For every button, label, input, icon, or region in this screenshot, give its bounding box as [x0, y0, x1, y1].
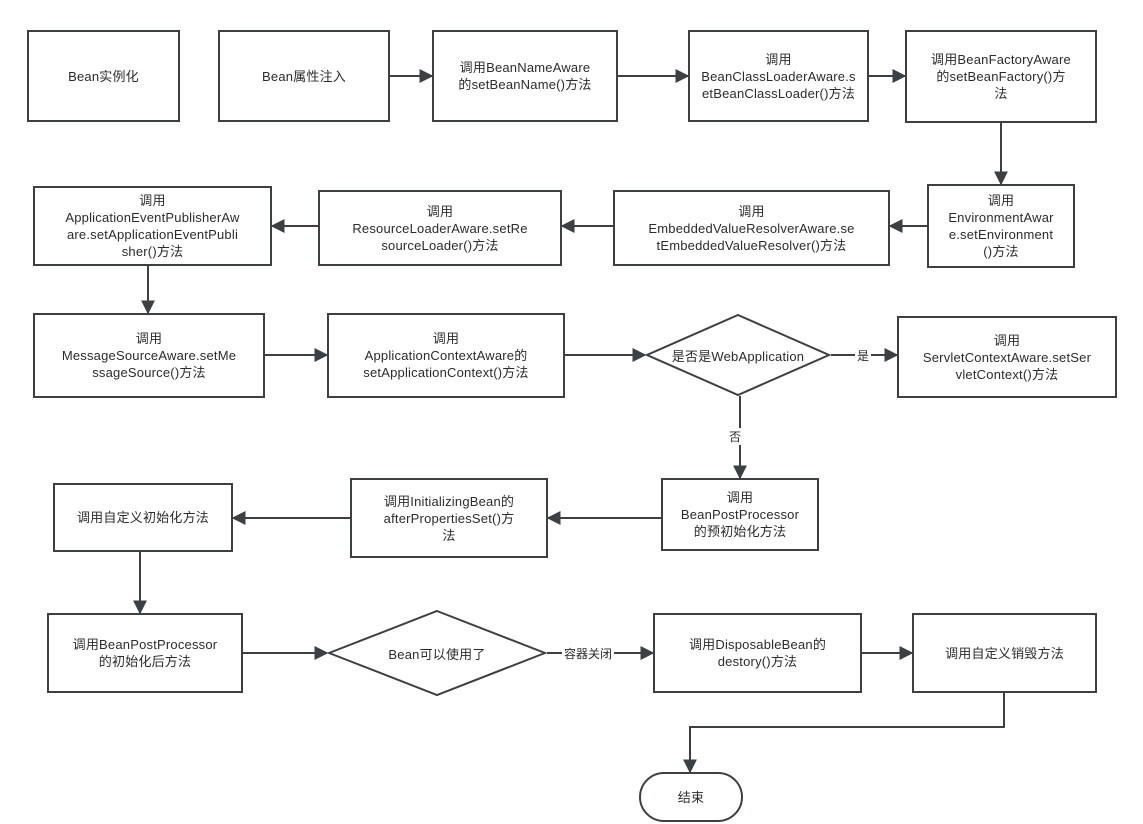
node-label: Bean可以使用了	[388, 646, 486, 662]
node-label: 调用BeanNameAware 的setBeanName()方法	[458, 60, 592, 92]
node-label: 调用BeanPostProcessor 的初始化后方法	[72, 637, 218, 669]
node-custom-init-method[interactable]: 调用自定义初始化方法	[53, 483, 233, 552]
node-environment-aware[interactable]: 调用 EnvironmentAwar e.setEnvironment ()方法	[927, 184, 1075, 268]
node-label: 调用 ResourceLoaderAware.setRe sourceLoade…	[352, 203, 528, 253]
edge-label-no: 否	[727, 428, 744, 445]
node-label: 调用 ApplicationContextAware的 setApplicati…	[363, 331, 529, 380]
node-message-source-aware[interactable]: 调用 MessageSourceAware.setMe ssageSource(…	[33, 313, 265, 398]
node-bean-class-loader-aware[interactable]: 调用 BeanClassLoaderAware.s etBeanClassLoa…	[688, 30, 869, 122]
node-label: 调用 EnvironmentAwar e.setEnvironment ()方法	[948, 193, 1054, 259]
node-application-context-aware[interactable]: 调用 ApplicationContextAware的 setApplicati…	[327, 313, 565, 398]
node-end[interactable]: 结束	[639, 772, 743, 822]
node-resource-loader-aware[interactable]: 调用 ResourceLoaderAware.setRe sourceLoade…	[318, 190, 562, 266]
node-label: 调用BeanPostProcessor 的预初始化方法	[680, 490, 800, 539]
node-label: Bean实例化	[68, 68, 139, 84]
edge-label-yes: 是	[855, 347, 872, 364]
node-label: 调用 MessageSourceAware.setMe ssageSource(…	[61, 331, 237, 380]
node-bean-factory-aware[interactable]: 调用BeanFactoryAware 的setBeanFactory()方 法	[905, 30, 1097, 123]
node-bean-name-aware[interactable]: 调用BeanNameAware 的setBeanName()方法	[432, 30, 618, 122]
edge-label-container-close: 容器关闭	[562, 645, 615, 662]
node-bean-post-processor-after-init[interactable]: 调用BeanPostProcessor 的初始化后方法	[47, 613, 243, 693]
node-bean-property-injection[interactable]: Bean属性注入	[218, 30, 390, 122]
node-label: 调用 ServletContextAware.setSer vletContex…	[922, 332, 1092, 382]
node-label: 调用 EmbeddedValueResolverAware.se tEmbedd…	[648, 203, 855, 253]
node-label: 调用 ApplicationEventPublisherAw are.setAp…	[65, 193, 240, 259]
node-embedded-value-resolver-aware[interactable]: 调用 EmbeddedValueResolverAware.se tEmbedd…	[613, 190, 890, 266]
node-is-web-application-decision[interactable]: 是否是WebApplication	[645, 313, 831, 397]
node-initializing-bean[interactable]: 调用InitializingBean的 afterPropertiesSet()…	[350, 478, 548, 558]
node-bean-instantiation[interactable]: Bean实例化	[27, 30, 180, 122]
node-label: 调用InitializingBean的 afterPropertiesSet()…	[383, 493, 515, 543]
edge-n20-n21	[683, 693, 1005, 774]
node-label: 结束	[677, 789, 705, 805]
node-disposable-bean[interactable]: 调用DisposableBean的 destory()方法	[653, 613, 862, 693]
node-label: 调用BeanFactoryAware 的setBeanFactory()方 法	[931, 52, 1071, 101]
node-servlet-context-aware[interactable]: 调用 ServletContextAware.setSer vletContex…	[897, 316, 1117, 398]
node-label: 调用自定义销毁方法	[945, 645, 1064, 661]
node-label: 是否是WebApplication	[671, 348, 805, 364]
node-application-event-publisher-aware[interactable]: 调用 ApplicationEventPublisherAw are.setAp…	[33, 186, 272, 266]
node-label: 调用自定义初始化方法	[76, 510, 209, 525]
node-bean-ready-decision[interactable]: Bean可以使用了	[327, 609, 547, 697]
node-custom-destroy-method[interactable]: 调用自定义销毁方法	[912, 613, 1097, 693]
node-label: 调用DisposableBean的 destory()方法	[688, 637, 827, 669]
node-label: 调用 BeanClassLoaderAware.s etBeanClassLoa…	[701, 51, 856, 101]
node-label: Bean属性注入	[262, 68, 346, 84]
node-bean-post-processor-before-init[interactable]: 调用BeanPostProcessor 的预初始化方法	[661, 478, 819, 551]
